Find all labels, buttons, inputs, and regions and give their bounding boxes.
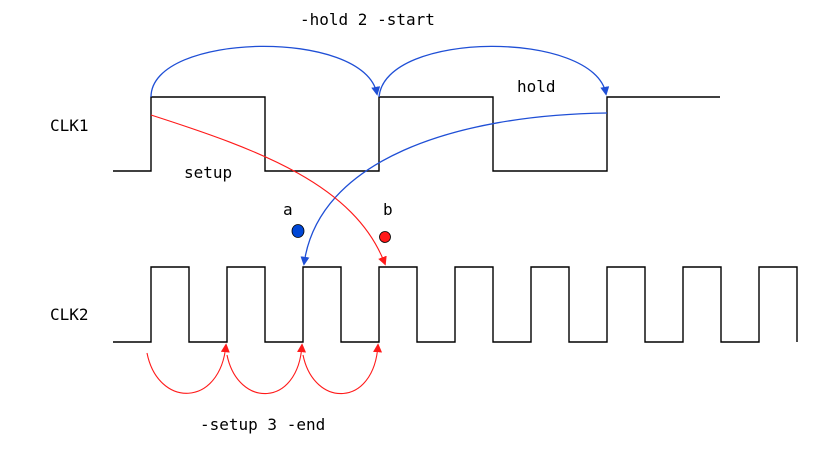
marker-b-dot: [379, 231, 391, 243]
clk2-label: CLK2: [50, 305, 89, 324]
marker-a-label: a: [283, 200, 293, 219]
clk1-label: CLK1: [50, 116, 89, 135]
clk1-waveform: [113, 96, 720, 172]
footer-text: -setup 3 -end: [200, 415, 325, 434]
hold-arc-1: [150, 45, 381, 98]
marker-a-dot: [291, 224, 305, 238]
hold-label: hold: [517, 77, 556, 96]
marker-b-label: b: [383, 200, 393, 219]
title-text: -hold 2 -start: [300, 10, 435, 29]
setup-arc-3: [302, 343, 383, 395]
clk2-waveform: [113, 266, 798, 343]
hold-arc-2: [378, 45, 610, 98]
setup-arc-1: [146, 343, 230, 394]
setup-label: setup: [184, 163, 232, 182]
setup-arc-2: [226, 343, 307, 395]
setup-check-curve: [150, 114, 387, 266]
hold-check-curve: [300, 112, 608, 266]
